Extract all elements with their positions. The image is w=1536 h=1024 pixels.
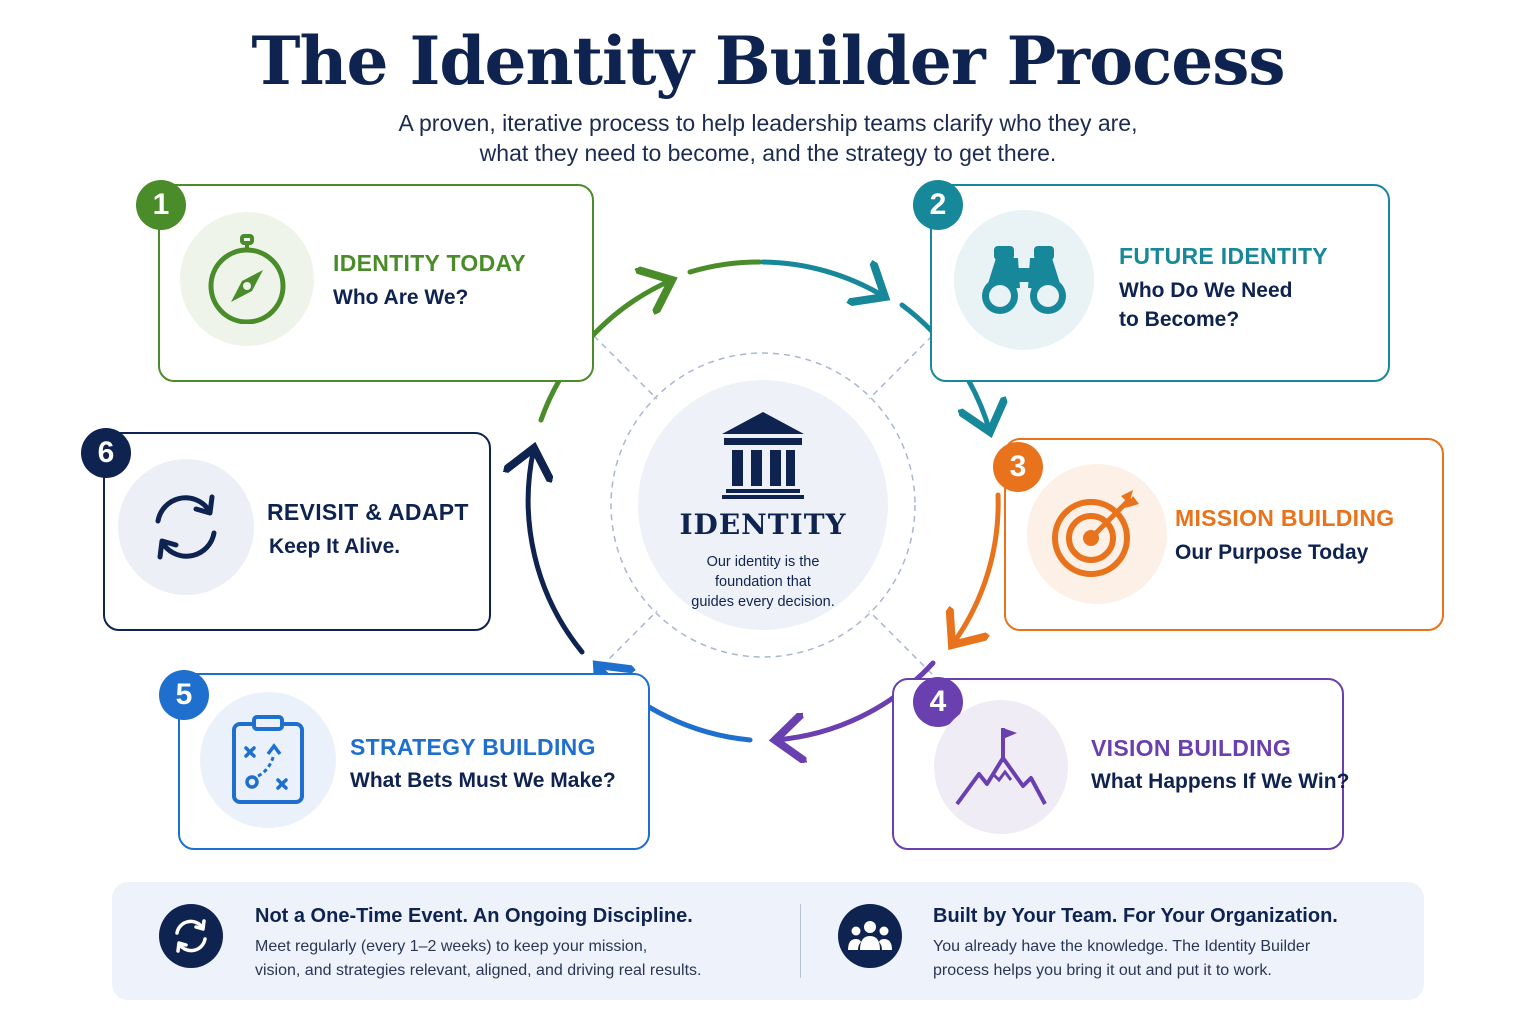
step-title-6: REVISIT & ADAPT [267, 499, 469, 525]
subtitle-line-1: A proven, iterative process to help lead… [398, 110, 1138, 136]
footer-left-icon-circle [159, 904, 223, 968]
step-title-1: IDENTITY TODAY [333, 250, 526, 276]
step-subtitle-4: What Happens If We Win? [1091, 770, 1350, 793]
footer-right-line-2: process helps you bring it out and put i… [933, 962, 1272, 979]
compass-icon [208, 234, 286, 324]
binoculars-icon [982, 246, 1066, 314]
target-icon [1052, 490, 1139, 577]
arrow-orange [952, 492, 1001, 645]
footer-right-icon-circle [838, 904, 902, 968]
step-badge-3: 3 [993, 442, 1043, 492]
spoke-bottom-left [593, 610, 658, 675]
mountain-flag-icon [955, 728, 1047, 806]
step-badge-5: 5 [159, 670, 209, 720]
footer-right-title: Built by Your Team. For Your Organizatio… [933, 905, 1338, 927]
arrow-green-teal [687, 259, 763, 275]
step-icon-circle-3 [1027, 464, 1167, 604]
step-icon-circle-2 [954, 210, 1094, 350]
footer-panel [112, 882, 1424, 1000]
footer-left-line-2: vision, and strategies relevant, aligned… [255, 962, 702, 979]
step-subtitle-6: Keep It Alive. [269, 535, 401, 558]
footer-right-line-1: You already have the knowledge. The Iden… [933, 938, 1311, 955]
bank-icon [722, 412, 804, 499]
step-subtitle-3: Our Purpose Today [1175, 541, 1369, 564]
step-badge-1: 1 [136, 180, 186, 230]
dashed-ring [610, 352, 916, 658]
spoke-top-right [868, 335, 933, 400]
step-title-3: MISSION BUILDING [1175, 505, 1395, 531]
footer-divider [800, 904, 801, 978]
step-title-5: STRATEGY BUILDING [350, 734, 596, 760]
step-subtitle-5: What Bets Must We Make? [350, 769, 616, 792]
identity-desc-line-2: foundation that [715, 574, 811, 590]
refresh-icon [175, 919, 207, 953]
identity-desc-line-3: guides every decision. [691, 594, 835, 610]
step-title-2: FUTURE IDENTITY [1119, 243, 1328, 269]
step-badge-6: 6 [81, 428, 131, 478]
identity-desc-line-1: Our identity is the [706, 554, 820, 570]
step-badge-2: 2 [913, 180, 963, 230]
step-icon-circle-1 [180, 212, 314, 346]
subtitle-line-2: what they need to become, and the strate… [479, 140, 1057, 166]
arrow-navy [528, 448, 585, 655]
footer-left-title: Not a One-Time Event. An Ongoing Discipl… [255, 905, 693, 927]
step-subtitle-2-line-1: Who Do We Need [1119, 279, 1293, 302]
refresh-icon [155, 494, 217, 560]
page-title: The Identity Builder Process [251, 22, 1285, 100]
strategy-clipboard-icon [232, 715, 304, 804]
spoke-top-left [593, 335, 658, 400]
arrow-teal [760, 259, 885, 297]
step-icon-circle-6 [118, 459, 254, 595]
step-subtitle-1: Who Are We? [333, 286, 469, 309]
step-icon-circle-4 [934, 700, 1068, 834]
step-title-4: VISION BUILDING [1091, 735, 1292, 761]
identity-label: IDENTITY [679, 508, 847, 541]
team-icon [848, 921, 892, 950]
spoke-bottom-right [868, 610, 933, 675]
footer-left-line-1: Meet regularly (every 1–2 weeks) to keep… [255, 938, 648, 955]
step-subtitle-2-line-2: to Become? [1119, 308, 1240, 331]
step-icon-circle-5 [200, 692, 336, 828]
identity-description: Our identity is the foundation that guid… [668, 552, 858, 612]
